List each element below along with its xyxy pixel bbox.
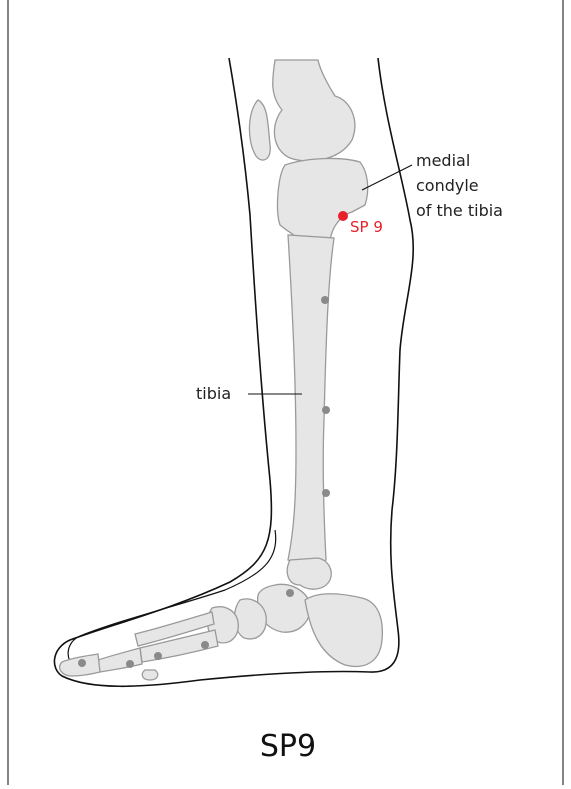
condyle-label-line-2: condyle xyxy=(416,176,479,195)
sp9-point-marker xyxy=(338,211,348,221)
acupoint-marker xyxy=(126,660,134,668)
acupoint-marker xyxy=(201,641,209,649)
leg-outline xyxy=(54,58,413,686)
acupoint-marker xyxy=(322,406,330,414)
condyle-label-line-3: of the tibia xyxy=(416,201,503,220)
patella xyxy=(249,100,270,160)
skeleton xyxy=(60,60,383,680)
femur xyxy=(273,60,355,161)
acupoint-marker xyxy=(322,489,330,497)
diagram-caption: SP9 xyxy=(260,729,316,764)
medial-malleolus xyxy=(287,558,331,589)
condyle-leader-line xyxy=(362,165,412,190)
acupoint-marker xyxy=(78,659,86,667)
tibia-shaft xyxy=(288,235,334,566)
acupoint-marker xyxy=(154,652,162,660)
acupoint-marker xyxy=(286,589,294,597)
acupoint-marker xyxy=(321,296,329,304)
sesamoid xyxy=(142,670,157,680)
phalanx-proximal xyxy=(98,648,142,672)
calcaneus xyxy=(305,594,382,667)
sp9-point-label: SP 9 xyxy=(350,218,383,236)
tibia-label: tibia xyxy=(196,384,231,403)
condyle-label-line-1: medial xyxy=(416,151,470,170)
